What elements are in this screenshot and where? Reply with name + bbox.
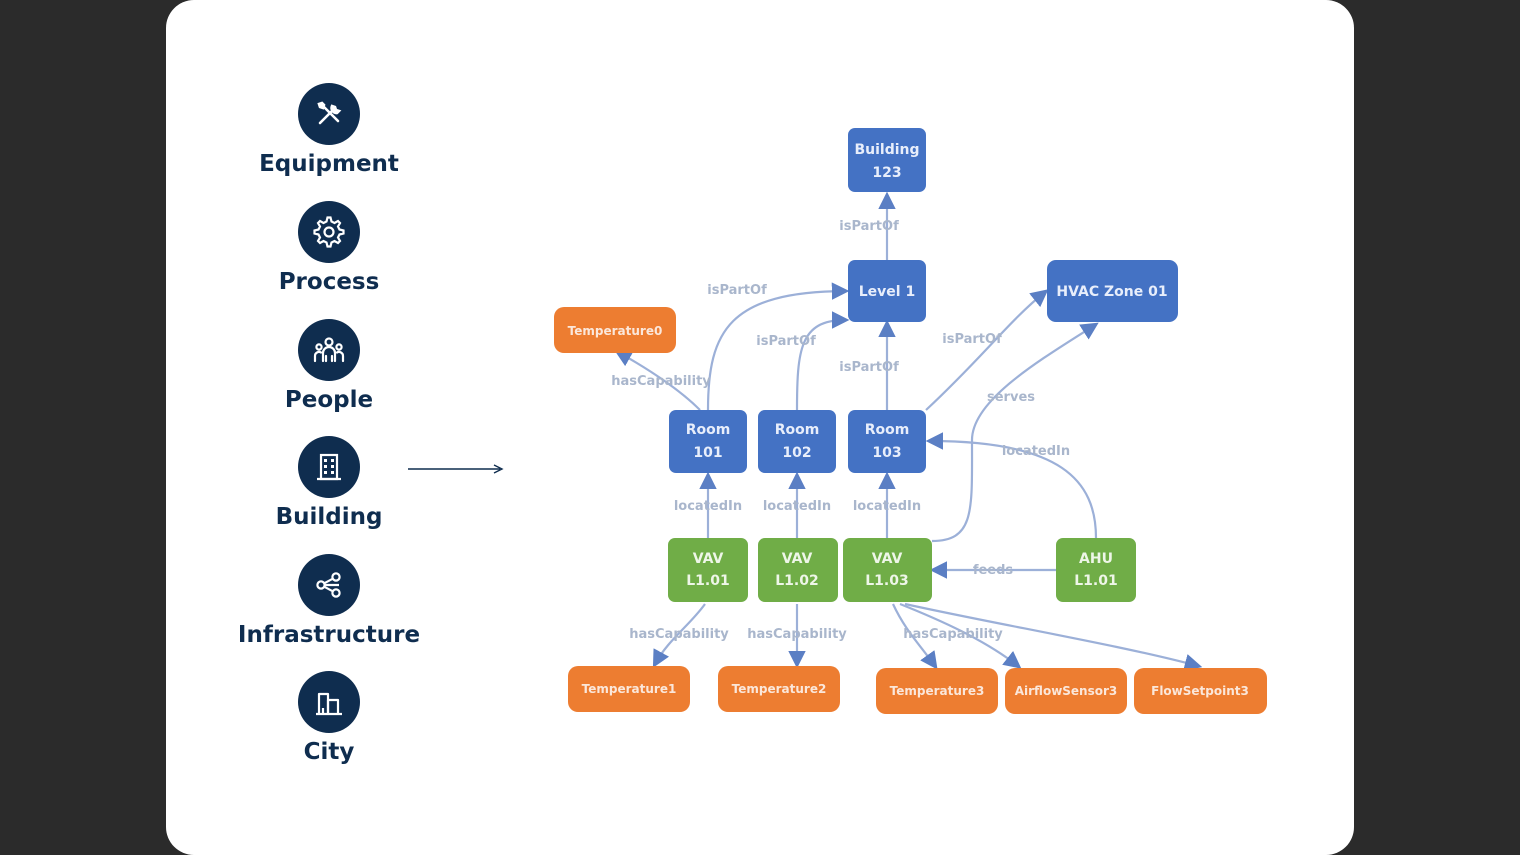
edge-room101-to-temperature0: [614, 349, 701, 411]
node-hvac-zone-01: [1047, 260, 1178, 322]
network-icon: [298, 554, 360, 616]
edge-label: hasCapability: [611, 374, 711, 389]
edge-ahu-to-room103: [925, 432, 1098, 539]
edge-label: feeds: [973, 563, 1014, 578]
category-city: City: [219, 671, 439, 765]
edge-vav3-to-temperature3: [892, 603, 938, 670]
node-room-103: [848, 410, 926, 473]
node-label: Temperature3: [890, 684, 985, 698]
node-label: FlowSetpoint3: [1151, 684, 1249, 698]
category-label: Process: [278, 269, 380, 295]
city-icon: [298, 671, 360, 733]
node-label: Room: [775, 422, 820, 438]
edge-room103-to-zone: [925, 289, 1049, 411]
node-label: Temperature0: [568, 324, 663, 338]
edge-label: isPartOf: [839, 219, 899, 234]
edge-label: serves: [987, 390, 1035, 405]
node-label: VAV: [693, 551, 724, 567]
edge-label: hasCapability: [903, 627, 1003, 642]
node-temperature1: [568, 666, 690, 712]
edge-vav3-to-flowsetpoint: [904, 602, 1203, 672]
edge-label: locatedIn: [853, 499, 921, 514]
tools-icon: [298, 83, 360, 145]
edge-label: isPartOf: [839, 360, 899, 375]
node-ahu-l1-01: [1056, 538, 1136, 602]
edge-room101-to-level: [706, 282, 850, 411]
edge-vav3-serves-zone: [931, 322, 1099, 543]
node-label: Temperature1: [582, 682, 677, 696]
edge-label: locatedIn: [674, 499, 742, 514]
right-arrow-icon: [408, 464, 504, 474]
node-label: Room: [686, 422, 731, 438]
node-room-102: [758, 410, 836, 473]
category-label: Building: [275, 504, 383, 530]
node-label: VAV: [872, 551, 903, 567]
node-level-1: [848, 260, 926, 322]
node-label: 101: [693, 445, 722, 461]
node-label: 123: [872, 165, 901, 181]
node-label: 102: [782, 445, 811, 461]
edge-label: hasCapability: [747, 627, 847, 642]
node-label: 103: [872, 445, 901, 461]
edge-label: isPartOf: [756, 334, 816, 349]
node-temperature0: [554, 307, 676, 353]
node-label: VAV: [782, 551, 813, 567]
category-infrastructure: Infrastructure: [219, 554, 439, 648]
people-icon: [298, 319, 360, 381]
node-vav-l1-01: [668, 538, 748, 602]
category-label: People: [284, 387, 374, 413]
edge-label: locatedIn: [1002, 444, 1070, 459]
building-icon: [298, 436, 360, 498]
node-building-123: [848, 128, 926, 192]
node-room-101: [669, 410, 747, 473]
category-equipment: Equipment: [219, 83, 439, 177]
node-label: L1.01: [1074, 573, 1117, 589]
node-label: AHU: [1079, 551, 1113, 567]
edge-vav1-to-temperature1: [652, 603, 706, 668]
node-flow-setpoint3: [1134, 668, 1267, 714]
node-label: Building: [854, 142, 919, 158]
category-label: City: [303, 739, 355, 765]
node-temperature2: [718, 666, 840, 712]
edge-vav3-to-airflow: [899, 602, 1022, 669]
node-label: L1.02: [775, 573, 818, 589]
node-label: Level 1: [859, 284, 915, 300]
category-label: Equipment: [259, 151, 399, 177]
edge-label: isPartOf: [942, 332, 1002, 347]
node-label: Room: [865, 422, 910, 438]
node-label: Temperature2: [732, 682, 827, 696]
node-label: HVAC Zone 01: [1056, 284, 1167, 300]
node-temperature3: [876, 668, 998, 714]
category-label: Infrastructure: [237, 622, 421, 648]
category-people: People: [219, 319, 439, 413]
node-vav-l1-02: [758, 538, 838, 602]
edge-room102-to-level: [795, 311, 850, 411]
gear-icon: [298, 201, 360, 263]
node-label: L1.03: [865, 573, 908, 589]
node-vav-l1-03: [843, 538, 932, 602]
node-airflow-sensor3: [1005, 668, 1127, 714]
edge-label: hasCapability: [629, 627, 729, 642]
node-label: L1.01: [686, 573, 729, 589]
edge-label: locatedIn: [763, 499, 831, 514]
node-label: AirflowSensor3: [1015, 684, 1118, 698]
category-process: Process: [219, 201, 439, 295]
category-building: Building: [219, 436, 439, 530]
edge-label: isPartOf: [707, 283, 767, 298]
